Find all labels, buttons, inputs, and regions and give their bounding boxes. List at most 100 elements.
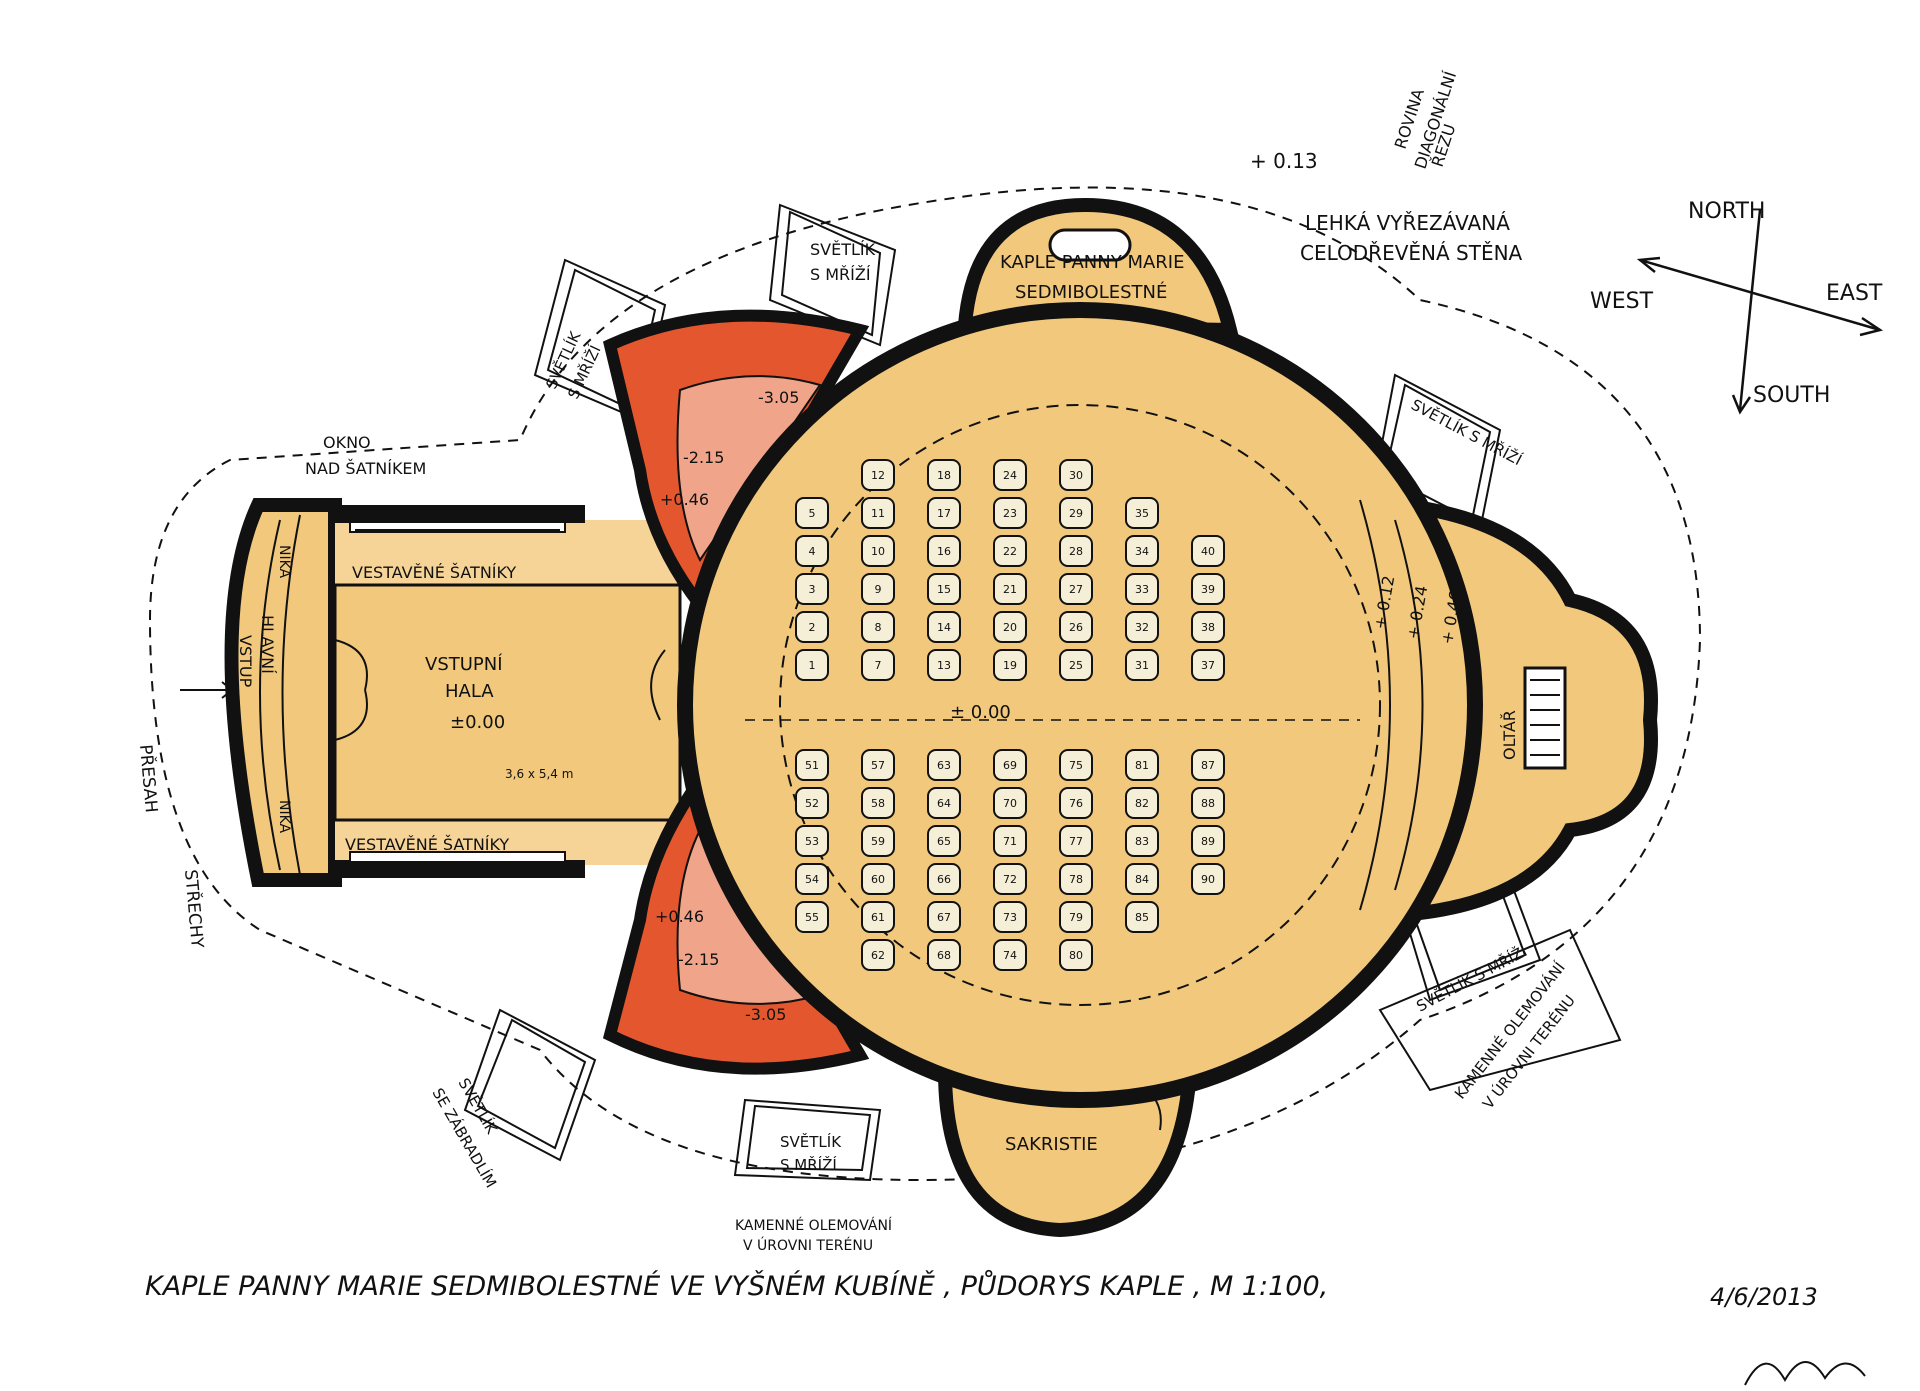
seat-number: 1 (809, 659, 816, 672)
seat (1059, 787, 1093, 819)
stair-elevation: -3.05 (758, 388, 799, 407)
seat (993, 573, 1027, 605)
seat-number: 69 (1003, 759, 1017, 772)
seat (1059, 901, 1093, 933)
niche-label: NIKA (276, 800, 292, 834)
seat (861, 901, 895, 933)
seat (1125, 787, 1159, 819)
seat (1059, 863, 1093, 895)
seat-number: 52 (805, 797, 819, 810)
seat (1059, 749, 1093, 781)
entrance-hall (333, 505, 682, 878)
seat (1191, 787, 1225, 819)
seat-number: 3 (809, 583, 816, 596)
seat (1125, 749, 1159, 781)
signature (1744, 1361, 1866, 1386)
seat-number: 10 (871, 545, 885, 558)
seat (1191, 825, 1225, 857)
seat-number: 85 (1135, 911, 1149, 924)
elevation-label: + 0.13 (1250, 149, 1318, 173)
seat-number: 59 (871, 835, 885, 848)
seat-number: 51 (805, 759, 819, 772)
seat (993, 825, 1027, 857)
seat-number: 21 (1003, 583, 1017, 596)
wardrobe-label: VESTAVĚNÉ ŠATNÍKY (352, 563, 516, 582)
seat-number: 32 (1135, 621, 1149, 634)
seat-number: 65 (937, 835, 951, 848)
seat-number: 79 (1069, 911, 1083, 924)
seat-number: 87 (1201, 759, 1215, 772)
seat (993, 901, 1027, 933)
seat-number: 23 (1003, 507, 1017, 520)
entrance-porch (180, 498, 342, 887)
seat-number: 54 (805, 873, 819, 886)
stair-north (603, 309, 870, 616)
east-label: EAST (1826, 281, 1883, 306)
seat (927, 573, 961, 605)
seat (1125, 573, 1159, 605)
window-label: OKNO (323, 433, 371, 452)
seat-number: 34 (1135, 545, 1149, 558)
seat (927, 535, 961, 567)
seat-number: 57 (871, 759, 885, 772)
main-entrance-label-2: VSTUP (236, 635, 255, 688)
seat-number: 37 (1201, 659, 1215, 672)
seat-number: 70 (1003, 797, 1017, 810)
seat-number: 84 (1135, 873, 1149, 886)
seat (927, 901, 961, 933)
seat (927, 787, 961, 819)
seat (993, 787, 1027, 819)
seat-number: 15 (937, 583, 951, 596)
wall-note-2: CELODŘEVĚNÁ STĚNA (1300, 241, 1523, 265)
hall-dimensions: 3,6 x 5,4 m (505, 767, 573, 781)
seat (1191, 573, 1225, 605)
seat-number: 64 (937, 797, 951, 810)
seat-number: 12 (871, 469, 885, 482)
seat-number: 22 (1003, 545, 1017, 558)
seat (1191, 649, 1225, 681)
seat (795, 649, 829, 681)
seat (861, 497, 895, 529)
seat-number: 58 (871, 797, 885, 810)
seat-number: 38 (1201, 621, 1215, 634)
roof-overhang-label-2: STŘECHY (180, 869, 209, 950)
seat-number: 9 (875, 583, 882, 596)
seat (861, 939, 895, 971)
side-chapel (957, 197, 1239, 338)
seat-number: 74 (1003, 949, 1017, 962)
seat (861, 863, 895, 895)
seat-number: 40 (1201, 545, 1215, 558)
seat-number: 30 (1069, 469, 1083, 482)
seat (927, 611, 961, 643)
nave-elevation: ± 0.00 (950, 702, 1011, 723)
seat-number: 76 (1069, 797, 1083, 810)
roof-overhang-label: PŘESAH (135, 744, 163, 814)
seat-number: 68 (937, 949, 951, 962)
roof-overhang-outline (148, 186, 1702, 1182)
seat (927, 825, 961, 857)
nave (677, 302, 1483, 1108)
seat-number: 5 (809, 507, 816, 520)
seat-number: 29 (1069, 507, 1083, 520)
seat-number: 11 (871, 507, 885, 520)
main-entrance-label: HLAVNÍ (258, 615, 277, 674)
stair-elevation: +0.46 (655, 907, 704, 926)
seat (795, 825, 829, 857)
seat (795, 611, 829, 643)
seat-number: 8 (875, 621, 882, 634)
skylight-label: SVĚTLÍK (780, 1132, 842, 1151)
seat-number: 26 (1069, 621, 1083, 634)
seat (1125, 535, 1159, 567)
skylight-label: SVĚTLÍK S MŘÍŽÍ (1408, 395, 1525, 469)
seat (795, 749, 829, 781)
seat (1125, 649, 1159, 681)
seat-number: 66 (937, 873, 951, 886)
seat (861, 787, 895, 819)
seat (993, 459, 1027, 491)
seat (861, 611, 895, 643)
stair-elevation: -2.15 (678, 950, 719, 969)
seat-number: 53 (805, 835, 819, 848)
south-label: SOUTH (1753, 383, 1830, 408)
seat-number: 73 (1003, 911, 1017, 924)
